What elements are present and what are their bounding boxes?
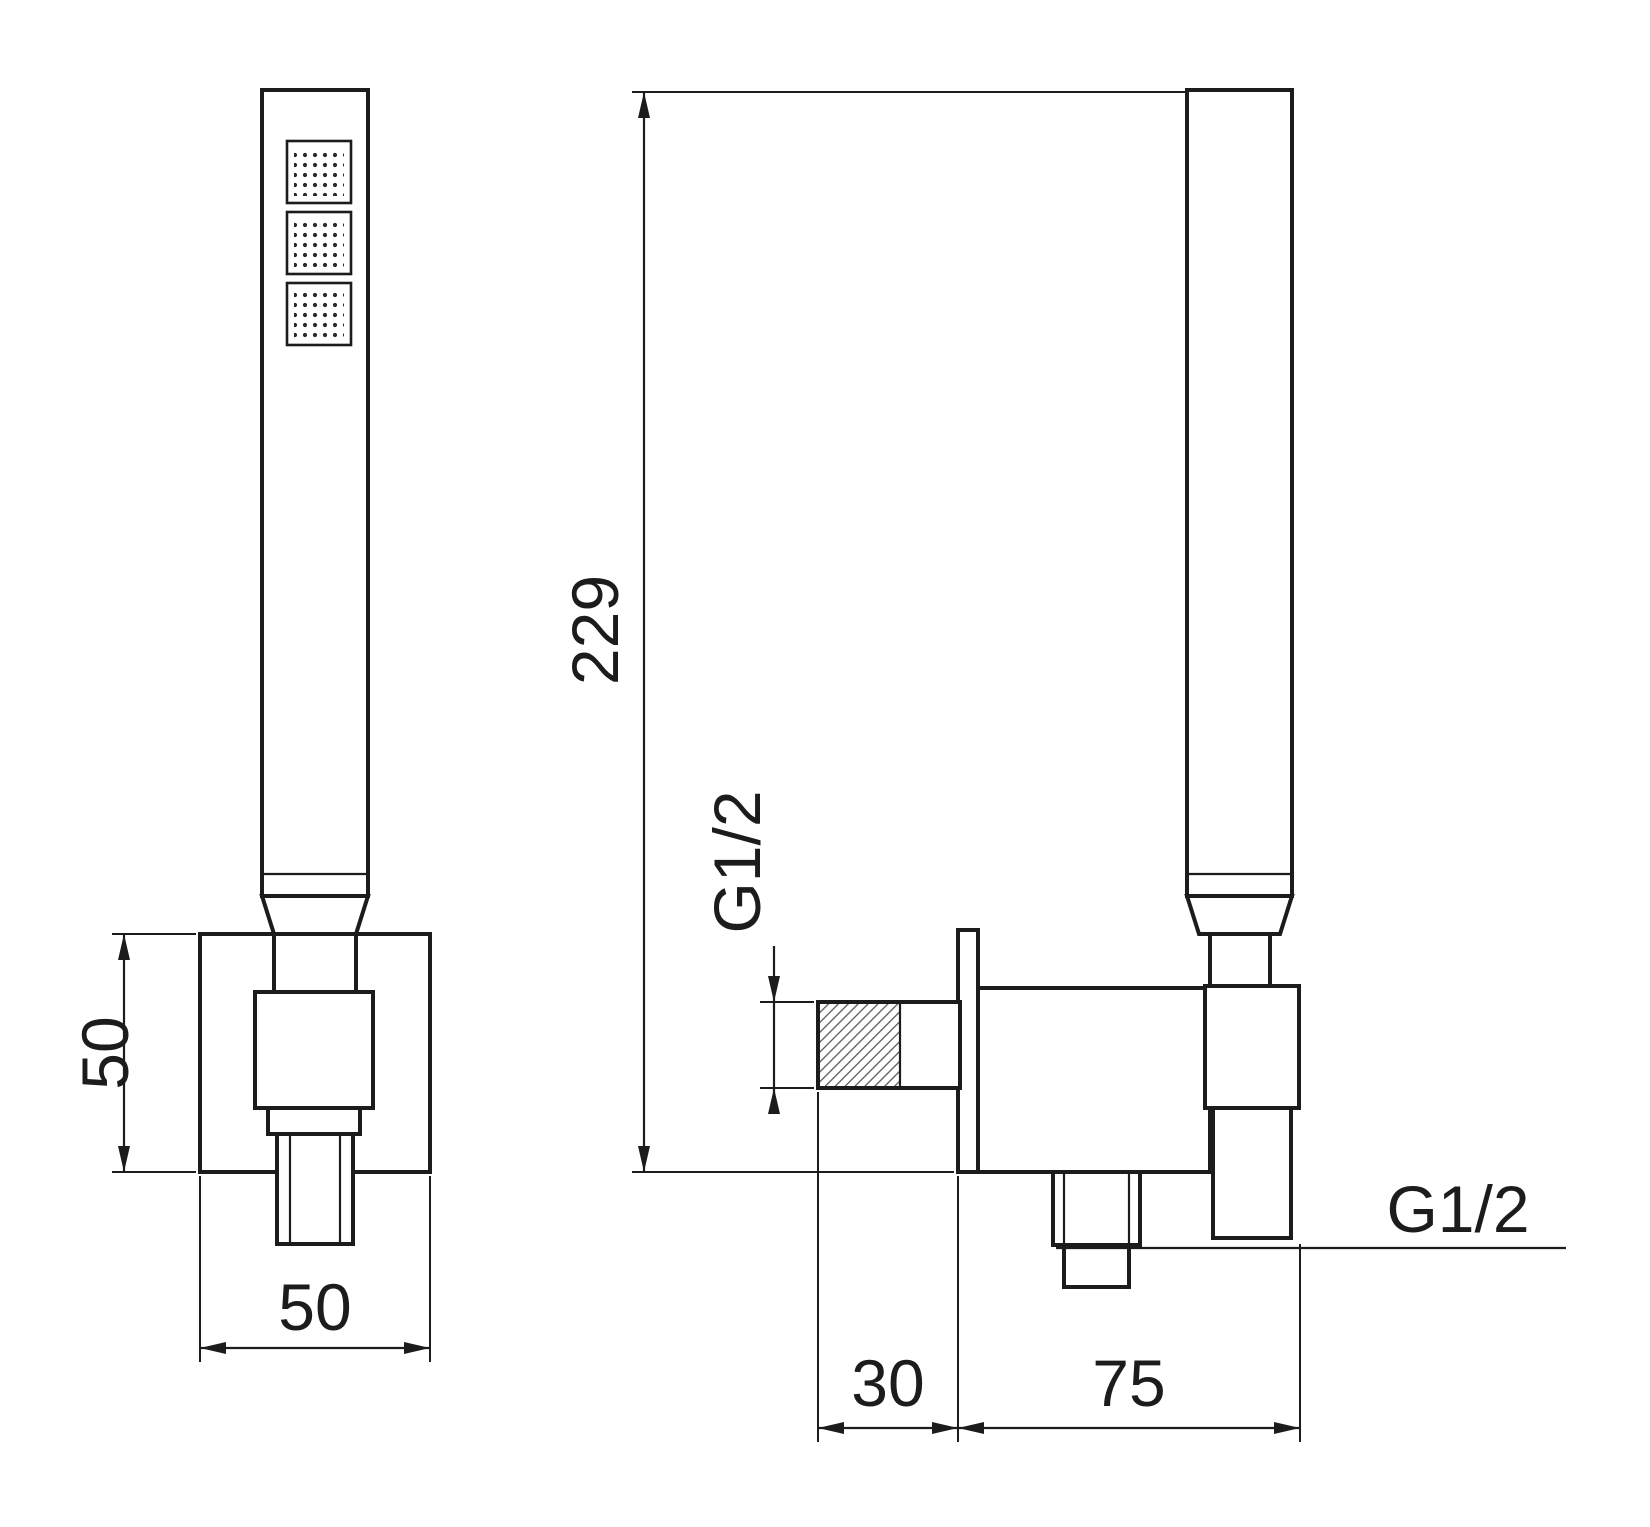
arrow-right-icon: [1274, 1422, 1300, 1434]
dimension-bracket-width: 50: [199, 1176, 431, 1362]
arrow-left-icon: [200, 1342, 226, 1354]
arrow-right-icon: [404, 1342, 430, 1354]
arrow-down-icon: [638, 1146, 650, 1172]
handle-cone-front: [259, 894, 371, 936]
outlet-hose-nut: [1062, 1243, 1131, 1289]
spray-nozzles-3: [294, 290, 344, 338]
dim-label-bracket-width: 50: [278, 1270, 351, 1344]
dimension-inlet-thread: G1/2: [700, 790, 814, 1114]
dim-label-wall-projection: 30: [851, 1346, 924, 1420]
holder-block-front: [253, 990, 375, 1110]
inlet-thread-hatch: [820, 1004, 900, 1086]
dimension-overall-height: 229: [558, 91, 1187, 1173]
dim-label-bracket-height: 50: [68, 1016, 142, 1089]
side-view-assembly: [816, 88, 1301, 1289]
dimension-depths: 30 75: [817, 1092, 1301, 1442]
shaft-front: [272, 932, 358, 994]
holder-lower-side: [1211, 1106, 1293, 1240]
arrow-left-icon: [958, 1422, 984, 1434]
arrow-up-icon: [768, 1088, 780, 1114]
arrow-up-icon: [118, 934, 130, 960]
elbow-body-side: [976, 986, 1212, 1174]
spray-nozzles-1: [294, 148, 344, 196]
spray-plates: [285, 139, 353, 347]
outlet-nipple: [1051, 1170, 1142, 1247]
dim-label-overall-height: 229: [558, 575, 632, 685]
dimension-outlet-thread: G1/2: [1056, 1172, 1566, 1250]
arrow-right-icon: [932, 1422, 958, 1434]
arrow-left-icon: [818, 1422, 844, 1434]
dim-label-inlet-thread: G1/2: [700, 790, 774, 933]
shaft-side: [1208, 932, 1272, 988]
arrow-down-icon: [118, 1146, 130, 1172]
holder-transition-front: [266, 1106, 362, 1136]
dim-label-body-depth: 75: [1092, 1346, 1165, 1420]
spray-nozzles-2: [294, 219, 344, 267]
front-view-hand-shower: [198, 88, 432, 1246]
arrow-up-icon: [638, 92, 650, 118]
handle-cone-side: [1184, 894, 1295, 936]
hose-connector-front: [275, 1132, 355, 1246]
dim-label-outlet-thread: G1/2: [1386, 1172, 1529, 1246]
holder-block-side: [1203, 984, 1301, 1110]
arrow-down-icon: [768, 976, 780, 1002]
dimension-bracket-height: 50: [68, 933, 196, 1173]
shower-handle-side: [1185, 88, 1294, 898]
